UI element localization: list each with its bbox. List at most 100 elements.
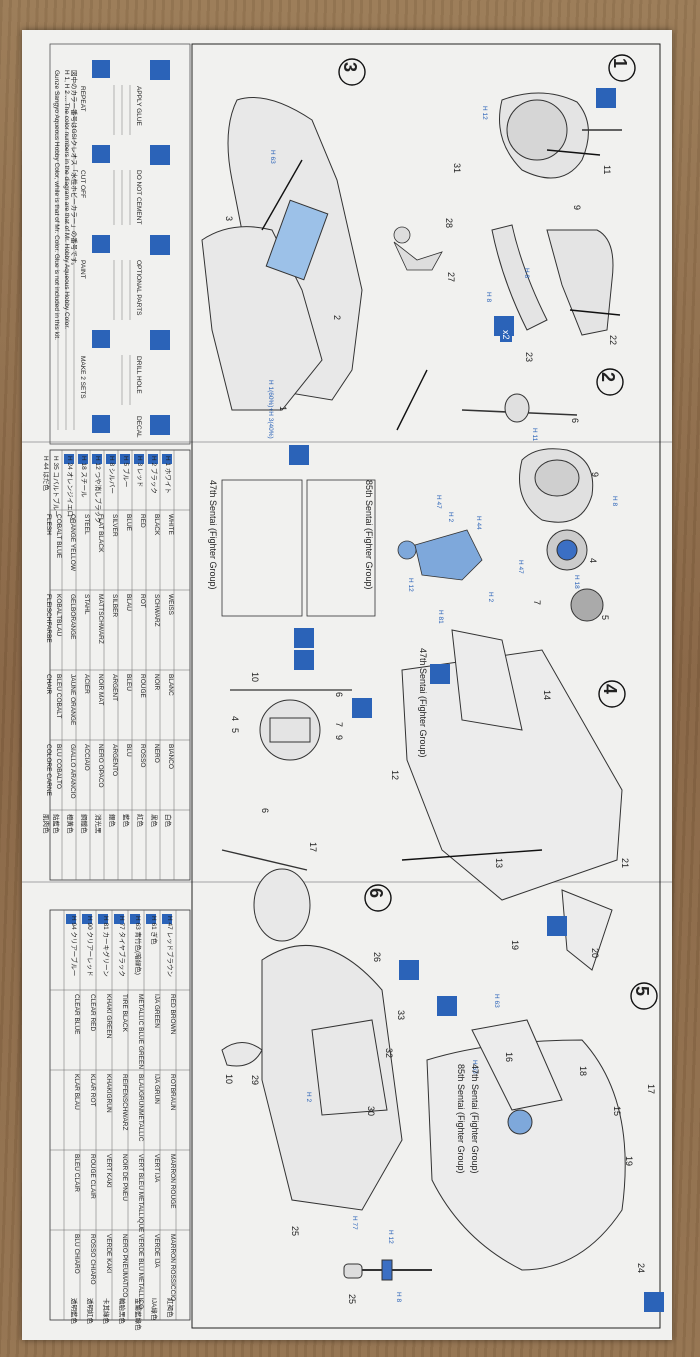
part-number: 4 bbox=[588, 558, 598, 564]
color-row: 透明紅色 bbox=[86, 1298, 93, 1324]
color-row: BLEU COBALT bbox=[55, 674, 62, 719]
marking-label-47th-sentai: 47th Sentai (Fighter Group) bbox=[208, 480, 218, 590]
part-number: 30 bbox=[366, 1106, 376, 1117]
color-row: REIFENSCHWARZ bbox=[121, 1074, 128, 1131]
color-row: H 1 ホワイト bbox=[164, 456, 171, 494]
color-row: 紅色 bbox=[136, 814, 143, 827]
step-number-6: 6 bbox=[366, 888, 386, 899]
color-row: 藍色 bbox=[122, 814, 129, 827]
color-row: H 18 スチール bbox=[80, 456, 87, 498]
step-number-2: 2 bbox=[598, 372, 618, 383]
step-number-1: 1 bbox=[610, 58, 630, 69]
part-number: 24 bbox=[636, 1263, 646, 1274]
part-number: 26 bbox=[372, 952, 382, 963]
symbol-label: MAKE 2 SETS bbox=[79, 356, 86, 399]
color-row: ARGENTO bbox=[111, 744, 118, 777]
color-callout: H 12 bbox=[407, 578, 414, 592]
color-row: STAHL bbox=[83, 594, 90, 615]
color-row: KLAR BLAU bbox=[73, 1074, 80, 1110]
color-row: BLAUGRUNMETALLIC bbox=[137, 1074, 144, 1142]
color-row: 銀色 bbox=[108, 814, 115, 827]
part-number: 1 bbox=[278, 406, 288, 412]
part-number: 5 bbox=[230, 728, 240, 734]
color-row: BLU COBALTO bbox=[55, 744, 62, 789]
step-number-3: 3 bbox=[340, 62, 360, 73]
make-two-badge: x2 bbox=[500, 328, 512, 342]
color-row: H 61 ぎ色 bbox=[150, 916, 157, 945]
color-row: CLEAR RED bbox=[89, 994, 96, 1032]
color-row: FLAT BLACK bbox=[97, 514, 104, 553]
color-row: BLU CHIARO bbox=[73, 1234, 80, 1274]
color-row: NERO PNEUMATICO bbox=[121, 1234, 128, 1298]
part-number: 23 bbox=[524, 352, 534, 363]
symbol-label: DO NOT CEMENT bbox=[135, 170, 142, 225]
color-row: GELBORANGE bbox=[69, 594, 76, 640]
canopy-detail-box-47th bbox=[221, 479, 303, 617]
part-number: 2 bbox=[332, 315, 342, 321]
part-number: 7 bbox=[334, 722, 344, 728]
part-number: 22 bbox=[608, 335, 618, 346]
part-number: 27 bbox=[446, 272, 456, 283]
color-row: FLEISCHFARBE bbox=[45, 594, 52, 643]
color-row: 透明藍色 bbox=[70, 1298, 77, 1324]
step-circles bbox=[338, 54, 658, 1010]
color-row: H 77 タイヤブラック bbox=[118, 916, 125, 977]
step6-aircraft bbox=[221, 849, 403, 1211]
color-callout: H 81 bbox=[437, 610, 444, 624]
color-row: H 47 レッドブラウン bbox=[166, 916, 173, 978]
symbols-legend-box bbox=[49, 43, 191, 445]
color-row: CLEAR BLUE bbox=[73, 994, 80, 1035]
color-callout: H 44 bbox=[475, 516, 482, 530]
part-number: 18 bbox=[578, 1066, 588, 1077]
color-callout: H 47 bbox=[517, 560, 524, 574]
color-row: SILBER bbox=[111, 594, 118, 618]
part-number: 11 bbox=[602, 165, 612, 175]
color-row: JAUNE ORANGE bbox=[69, 674, 76, 726]
color-row: BLANC bbox=[167, 674, 174, 696]
color-callout: H 8 bbox=[485, 292, 492, 303]
color-row: 橙黃色 bbox=[66, 814, 73, 834]
diagram-border bbox=[191, 43, 661, 1329]
color-row: SILVER bbox=[111, 514, 118, 537]
part-number: 21 bbox=[620, 858, 630, 869]
color-callout: H 2 bbox=[487, 592, 494, 603]
color-table-left bbox=[49, 449, 191, 881]
color-row: MARRON ROSSICCIO bbox=[169, 1234, 176, 1302]
color-row: WHITE bbox=[167, 514, 174, 535]
part-number: 31 bbox=[452, 163, 462, 174]
color-row: 紅褐色 bbox=[166, 1298, 173, 1318]
color-table-rules bbox=[50, 450, 190, 1320]
pilot-85th-sentai bbox=[397, 529, 483, 581]
color-row: NOIR MAT bbox=[97, 674, 104, 706]
part-number: 25 bbox=[347, 1294, 357, 1305]
color-row: 輪胎黑色 bbox=[118, 1298, 125, 1324]
symbol-label: OPTIONAL PARTS bbox=[135, 260, 142, 316]
symbol-label: DECAL bbox=[135, 416, 142, 438]
part-number: 5 bbox=[600, 615, 610, 621]
part-number: 3 bbox=[224, 216, 234, 222]
color-row: NERO bbox=[153, 744, 160, 763]
color-row: BLEU bbox=[125, 674, 132, 691]
color-callout: H 2 bbox=[305, 1092, 312, 1103]
color-row: COBALT BLUE bbox=[55, 514, 62, 559]
color-callout: H 1(60%)+H 3(40%) bbox=[267, 380, 274, 439]
step1-cowling bbox=[491, 92, 622, 336]
color-row: NOIR bbox=[153, 674, 160, 691]
symbol-label: DRILL HOLE bbox=[135, 356, 142, 394]
marking-label-47th-sentai: 47th Sentai (Fighter Group) bbox=[470, 1064, 480, 1174]
color-callout: H 47 bbox=[435, 495, 442, 509]
part-number: 14 bbox=[542, 690, 552, 701]
instruction-sheet: 1 2 3 4 5 6 11 9 22 23 6 9 4 7 5 28 27 2… bbox=[22, 30, 672, 1340]
part-number: 17 bbox=[308, 842, 318, 853]
color-row: H 81 カーキグリーン bbox=[102, 916, 109, 977]
part-number: 4 bbox=[230, 716, 240, 722]
color-row: 金屬藍綠色 bbox=[134, 1298, 141, 1331]
color-row: VERT BLEU METALLIQUE bbox=[137, 1154, 144, 1233]
part-number: 9 bbox=[590, 472, 600, 478]
part-number: 32 bbox=[384, 1048, 394, 1059]
part-number: 9 bbox=[572, 205, 582, 211]
part-number: 10 bbox=[250, 672, 260, 683]
color-callout: H 63 bbox=[269, 150, 276, 164]
part-number: 29 bbox=[250, 1075, 260, 1086]
part-number: 13 bbox=[494, 858, 504, 869]
